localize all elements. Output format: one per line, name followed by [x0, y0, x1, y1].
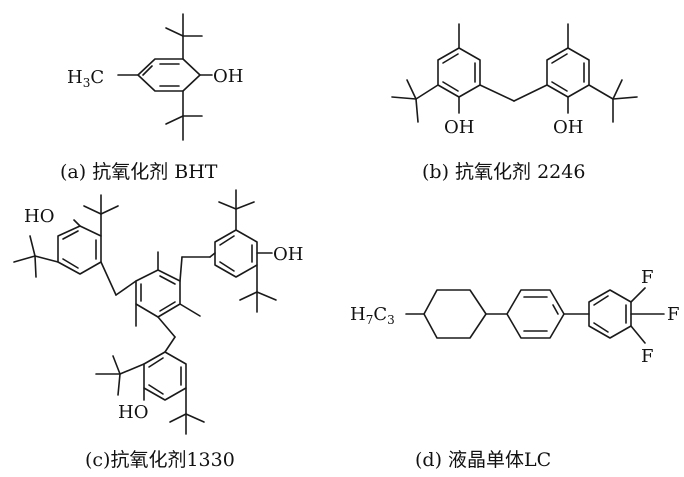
caption-a: (a) 抗氧化剂 BHT: [60, 161, 218, 183]
caption-d: (d) 液晶单体LC: [415, 449, 551, 471]
caption-c: (c)抗氧化剂1330: [85, 449, 235, 471]
structure-bht: H3C OH: [67, 13, 243, 141]
2246-hydroxyl-left-label: OH: [444, 117, 474, 138]
structure-lc-monomer: H7C3 F F F: [350, 267, 680, 367]
2246-hydroxyl-right-label: OH: [553, 117, 583, 138]
structure-1330: HO OH HO: [13, 189, 303, 435]
lc-fluorine-top-label: F: [641, 267, 654, 288]
lc-fluorine-bottom-label: F: [641, 346, 654, 367]
1330-bonds: [13, 189, 277, 435]
lc-bonds: [405, 287, 665, 344]
structure-2246: OH OH: [391, 23, 638, 138]
lc-fluorine-right-label: F: [667, 304, 680, 325]
1330-hydroxyl-right-label: OH: [273, 244, 303, 265]
caption-b: (b) 抗氧化剂 2246: [422, 161, 585, 183]
bht-hydroxyl-label: OH: [213, 66, 243, 87]
lc-propyl-label: H7C3: [350, 304, 395, 327]
1330-hydroxyl-bottom-label: HO: [118, 402, 148, 423]
bht-bonds: [117, 13, 213, 141]
1330-hydroxyl-top-left-label: HO: [24, 206, 54, 227]
2246-bonds: [391, 23, 638, 123]
bht-methyl-label: H3C: [67, 67, 104, 90]
